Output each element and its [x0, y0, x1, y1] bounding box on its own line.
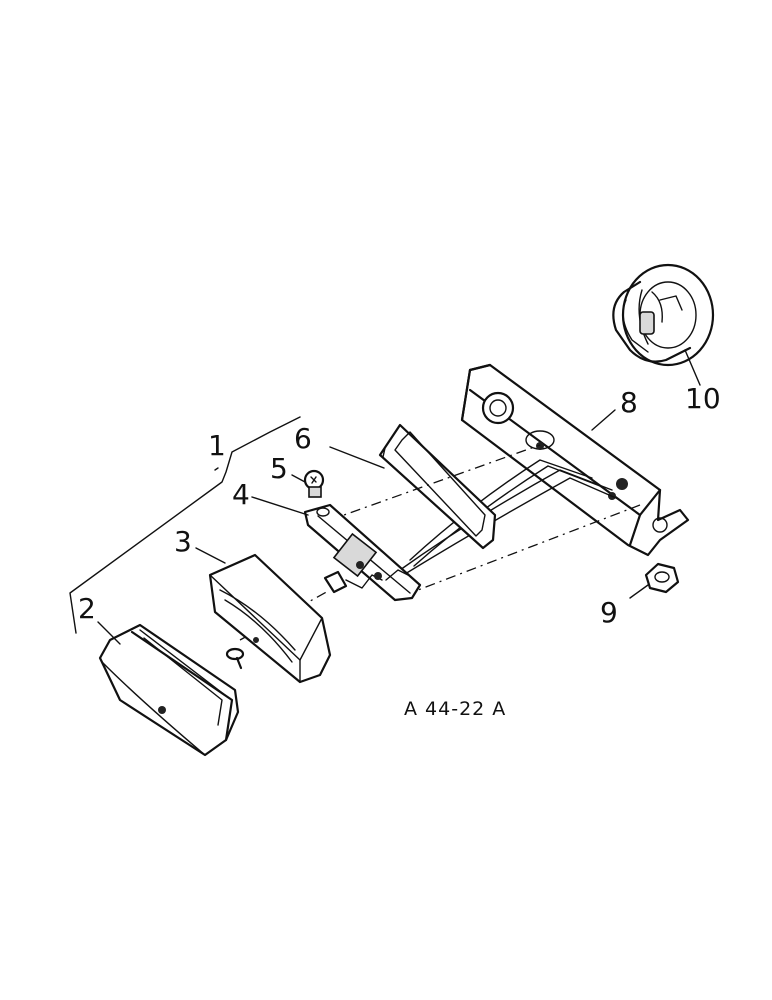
lens-screw: [225, 647, 245, 670]
part-3-lens: [208, 553, 332, 684]
part-2-housing: [98, 623, 240, 757]
callout-5: 5: [270, 452, 288, 485]
callout-2: 2: [78, 592, 96, 625]
callout-9: 9: [600, 596, 618, 629]
leader-2: [97, 621, 121, 645]
callout-3: 3: [174, 525, 192, 558]
callout-6: 6: [294, 422, 312, 455]
callout-4: 4: [232, 478, 250, 511]
leader-6: [329, 446, 385, 469]
part-8-bracket: [460, 363, 690, 557]
callout-8: 8: [620, 386, 638, 419]
assembly-bracket-1: [69, 416, 301, 634]
leader-4: [251, 496, 309, 516]
callout-1: 1: [208, 429, 226, 462]
part-5-bulb: [303, 469, 325, 498]
part-6-gasket: [378, 423, 497, 550]
leader-9: [629, 584, 649, 599]
reference-code: A 44-22 A: [404, 698, 506, 720]
part-4-lamp-holder: [303, 503, 422, 602]
assembly-axis-lower: [404, 504, 641, 596]
callout-10: 10: [685, 382, 721, 415]
leader-10: [684, 349, 701, 386]
assembly-axis-upper: [329, 444, 541, 521]
part-9-nut: [644, 562, 680, 594]
leader-3: [195, 547, 226, 564]
leader-8: [591, 409, 616, 431]
leader-5: [291, 474, 306, 483]
part-10-socket: [612, 263, 715, 367]
